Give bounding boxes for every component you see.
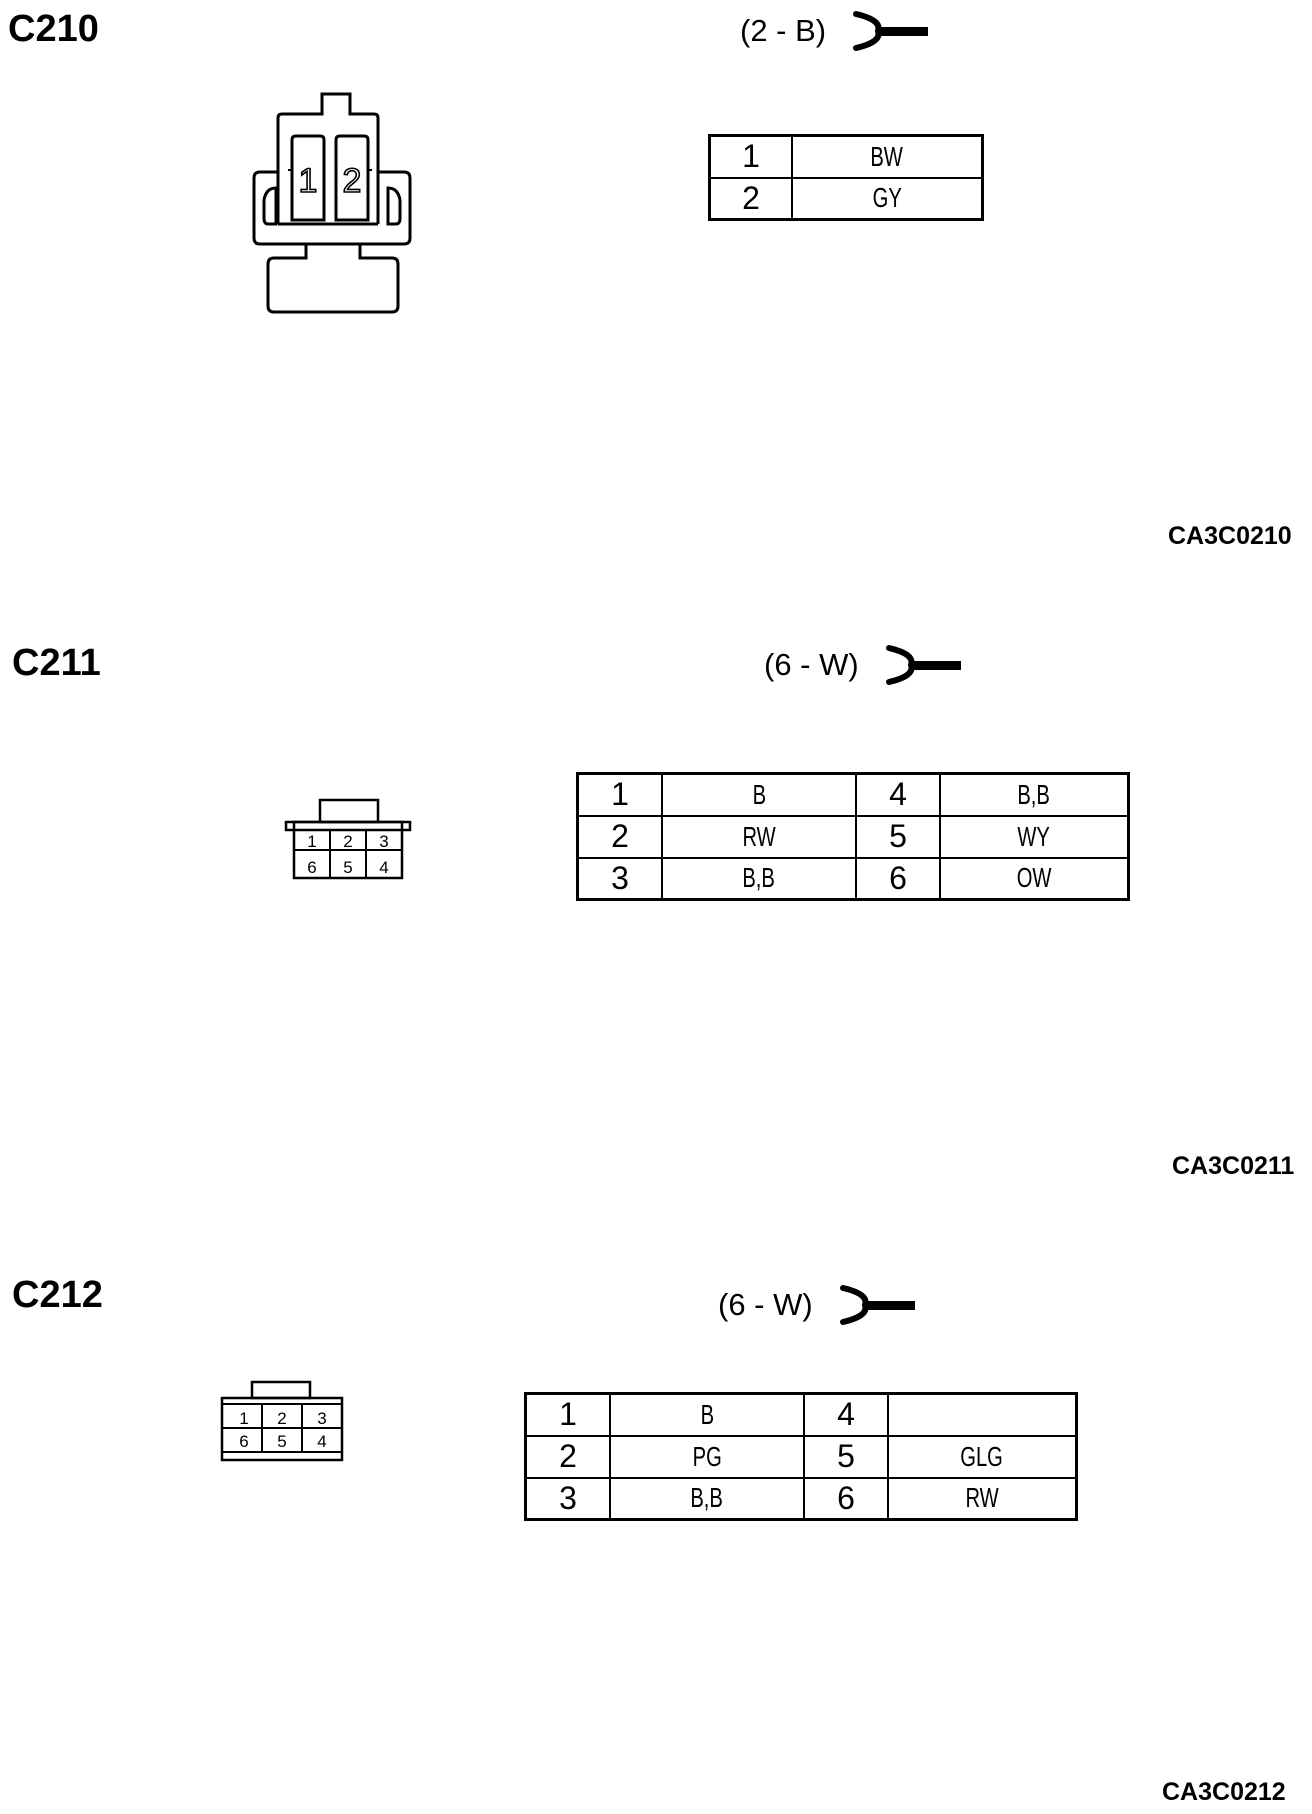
table-row: 3 B,B 6 RW (524, 1476, 1078, 1521)
wire-color: RW (887, 1476, 1078, 1521)
connector-face-c212: 1 2 3 6 5 4 (220, 1380, 344, 1462)
female-terminal-icon (853, 11, 929, 51)
connector-id-c211: C211 (12, 642, 101, 684)
c211-face-pin-6: 6 (307, 858, 316, 877)
c211-face-pin-3: 3 (379, 832, 388, 851)
wire-color: B,B (939, 772, 1130, 817)
wire-color: GY (791, 176, 984, 221)
pin-number: 4 (803, 1392, 889, 1437)
c211-face-pin-4: 4 (379, 858, 388, 877)
female-terminal-icon (885, 645, 961, 685)
wire-color: GLG (887, 1434, 1078, 1479)
pin-table-c212: 1 B 4 2 PG 5 GLG 3 B,B 6 RW (524, 1392, 1078, 1521)
wire-color (887, 1392, 1078, 1437)
c210-face-pin-1: 1 (299, 162, 318, 200)
connector-id-c212: C212 (12, 1274, 103, 1316)
reference-code-c212: CA3C0212 (1162, 1778, 1286, 1806)
wire-color: BW (791, 134, 984, 179)
connector-spec-c210: (2 - B) (740, 10, 930, 52)
pin-number: 2 (576, 814, 663, 859)
pin-number: 3 (576, 856, 663, 901)
c212-face-pin-5: 5 (277, 1432, 286, 1451)
female-terminal-icon (839, 1285, 915, 1325)
pin-number: 4 (855, 772, 941, 817)
pin-number: 1 (576, 772, 663, 817)
table-row: 1 BW (708, 134, 984, 179)
c212-face-pin-6: 6 (239, 1432, 248, 1451)
pin-number: 2 (524, 1434, 611, 1479)
connector-id-c210: C210 (8, 8, 99, 50)
table-row: 2 GY (708, 176, 984, 221)
connector-face-c210: 1 2 (252, 92, 412, 314)
wire-color: WY (939, 814, 1130, 859)
connector-spec-c211: (6 - W) (764, 644, 963, 686)
c212-face-pin-1: 1 (239, 1409, 248, 1428)
c211-face-pin-2: 2 (343, 832, 352, 851)
reference-code-c211: CA3C0211 (1172, 1152, 1295, 1180)
wire-color: B (661, 772, 857, 817)
table-row: 1 B 4 (524, 1392, 1078, 1437)
wire-color: B (609, 1392, 805, 1437)
c210-face-pin-2: 2 (343, 162, 362, 200)
table-row: 1 B 4 B,B (576, 772, 1130, 817)
reference-code-c210: CA3C0210 (1168, 522, 1292, 550)
c211-face-pin-5: 5 (343, 858, 352, 877)
pin-number: 5 (855, 814, 941, 859)
connector-spec-label: (6 - W) (718, 1287, 813, 1322)
wire-color: RW (661, 814, 857, 859)
pin-number: 3 (524, 1476, 611, 1521)
pin-number: 1 (708, 134, 793, 179)
pin-number: 6 (855, 856, 941, 901)
c211-face-pin-1: 1 (307, 832, 316, 851)
wire-color: PG (609, 1434, 805, 1479)
connector-spec-label: (6 - W) (764, 647, 859, 682)
connector-face-c211: 1 2 3 6 5 4 (284, 798, 412, 880)
wire-color: B,B (661, 856, 857, 901)
wire-color: B,B (609, 1476, 805, 1521)
table-row: 3 B,B 6 OW (576, 856, 1130, 901)
wire-color: OW (939, 856, 1130, 901)
pin-number: 1 (524, 1392, 611, 1437)
pin-number: 6 (803, 1476, 889, 1521)
connector-spec-c212: (6 - W) (718, 1284, 917, 1326)
pin-number: 5 (803, 1434, 889, 1479)
pin-table-c210: 1 BW 2 GY (708, 134, 984, 221)
table-row: 2 RW 5 WY (576, 814, 1130, 859)
c212-face-pin-3: 3 (317, 1409, 326, 1428)
c212-face-pin-4: 4 (317, 1432, 326, 1451)
c212-face-pin-2: 2 (277, 1409, 286, 1428)
pin-table-c211: 1 B 4 B,B 2 RW 5 WY 3 B,B 6 OW (576, 772, 1130, 901)
connector-spec-label: (2 - B) (740, 13, 827, 48)
table-row: 2 PG 5 GLG (524, 1434, 1078, 1479)
pin-number: 2 (708, 176, 793, 221)
